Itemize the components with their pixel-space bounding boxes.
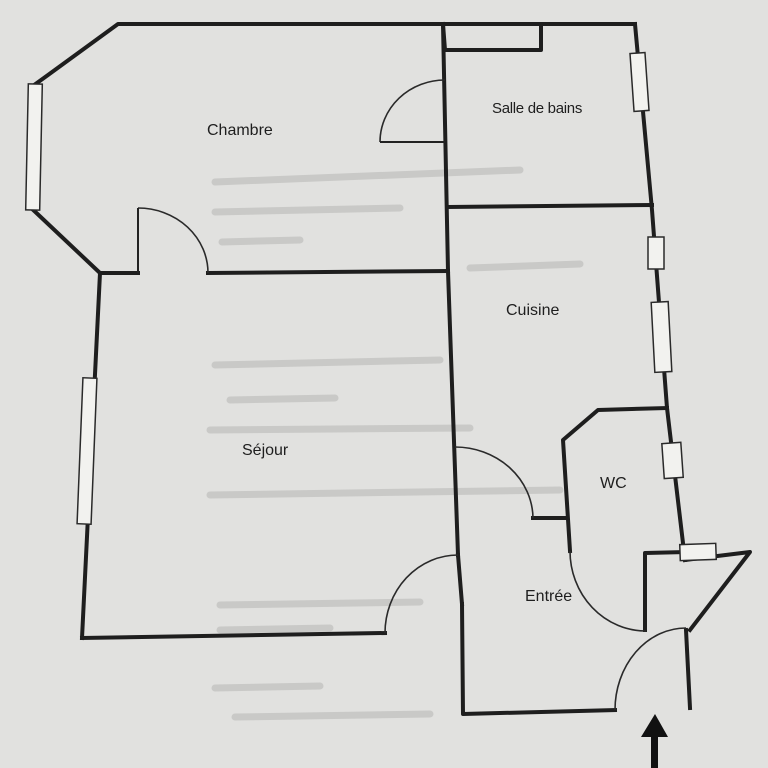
door-entrance [614, 627, 687, 711]
paper-show-through [206, 166, 584, 721]
label-wc: WC [600, 475, 627, 492]
door-chambre-sejour [137, 207, 209, 274]
room-labels: Chambre Salle de bains Cuisine Séjour WC… [207, 100, 627, 605]
window-cuisine-2 [650, 300, 673, 374]
window-chambre [24, 83, 44, 211]
label-salle-de-bains: Salle de bains [492, 100, 582, 117]
door-wc [569, 550, 647, 632]
window-sejour [76, 376, 98, 526]
door-sejour-entree [384, 554, 459, 634]
window-cuisine-1 [647, 236, 665, 270]
door-cuisine-entree [454, 446, 534, 519]
label-entree: Entrée [525, 588, 572, 605]
window-entrance [678, 542, 718, 562]
door-chambre-salle-de-bains [379, 79, 446, 143]
label-cuisine: Cuisine [506, 302, 559, 319]
label-chambre: Chambre [207, 122, 273, 139]
label-sejour: Séjour [242, 442, 289, 459]
window-salle-de-bains [629, 51, 650, 113]
window-wc [661, 441, 685, 480]
entrance-arrow-icon [641, 714, 668, 768]
windows [24, 51, 718, 562]
doors [137, 79, 687, 711]
